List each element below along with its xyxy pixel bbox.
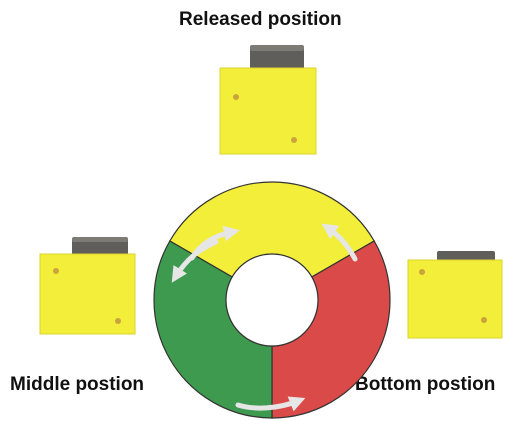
screw-dot-released-1 — [233, 94, 239, 100]
label-released-position: Released position — [179, 9, 342, 30]
screw-dot-middle-1 — [53, 268, 59, 274]
screw-dot-middle-2 — [115, 318, 121, 324]
curved-arrow-icon — [171, 239, 219, 283]
label-middle-position: Middle postion — [10, 374, 145, 395]
motion-arrows — [171, 223, 358, 412]
position-ring — [153, 181, 391, 419]
switch-button-highlight-released — [250, 45, 304, 51]
curved-arrow-icon — [321, 223, 358, 262]
ring-center-hole — [225, 253, 319, 347]
switch-middle — [39, 237, 136, 335]
switch-button-released — [250, 45, 304, 73]
screw-dot-bottom-2 — [481, 317, 487, 323]
switch-button-highlight-middle — [72, 237, 128, 242]
label-bottom-position: Bottom postion — [355, 374, 496, 395]
screw-dot-bottom-1 — [419, 269, 425, 275]
screw-dot-released-2 — [291, 137, 297, 143]
switch-bottom — [407, 251, 503, 339]
switch-released — [219, 45, 317, 155]
switch-body-released — [219, 67, 317, 155]
curved-arrow-icon — [235, 396, 306, 412]
